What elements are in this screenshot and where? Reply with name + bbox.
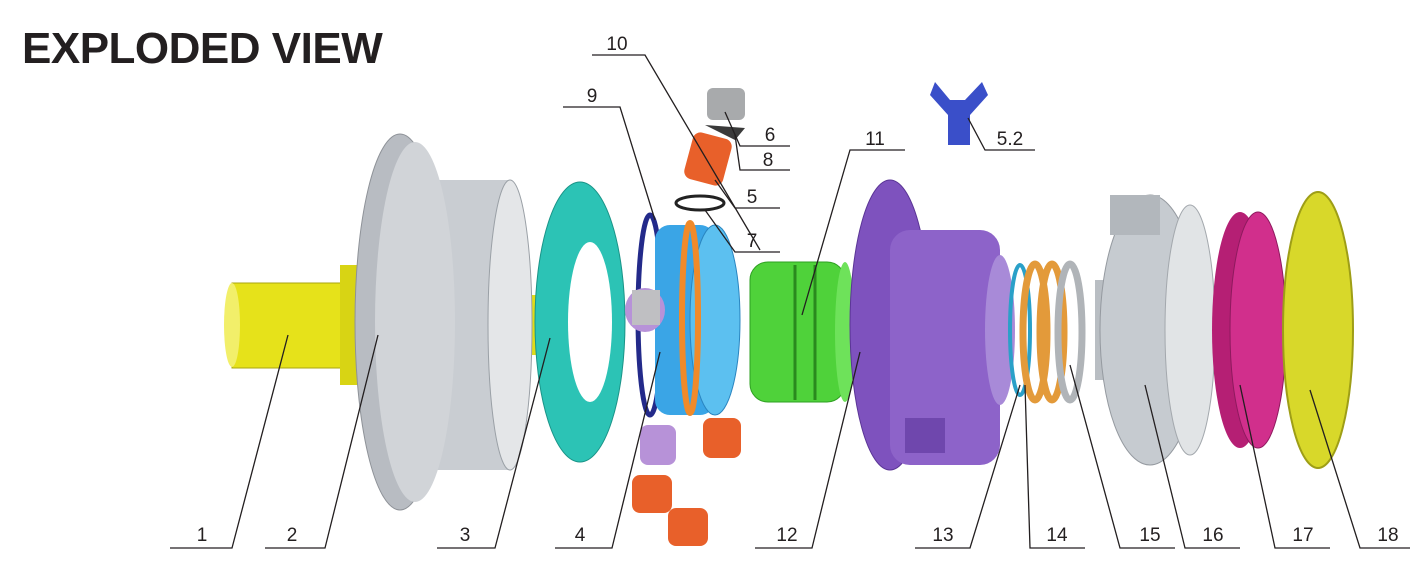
- part-5-shoe: [684, 132, 732, 186]
- label-part-11: 11: [865, 129, 885, 150]
- label-part-5: 5: [747, 187, 758, 208]
- label-part-10: 10: [606, 34, 627, 55]
- part-5-2-fork: [930, 82, 988, 145]
- label-part-17: 17: [1292, 525, 1313, 546]
- label-part-16: 16: [1202, 525, 1223, 546]
- part-7-oring: [674, 194, 726, 212]
- label-part-5-2: 5.2: [997, 129, 1023, 150]
- part-6-roller: [707, 88, 745, 120]
- label-part-15: 15: [1139, 525, 1160, 546]
- part-4-rotor: [625, 212, 741, 418]
- label-part-13: 13: [932, 525, 953, 546]
- leader-lines: [170, 54, 1410, 549]
- label-part-8: 8: [763, 150, 774, 171]
- part-11-cylinder: [749, 261, 855, 403]
- label-part-3: 3: [460, 525, 471, 546]
- part-16-housing: [1095, 194, 1216, 466]
- label-part-2: 2: [287, 525, 298, 546]
- part-3-ring: [534, 181, 626, 463]
- loose-rollers: [632, 418, 741, 546]
- part-17-plate: [1212, 211, 1287, 449]
- label-part-14: 14: [1046, 525, 1068, 546]
- label-part-4: 4: [575, 525, 586, 546]
- label-part-7: 7: [747, 231, 758, 252]
- label-part-1: 1: [197, 525, 208, 546]
- label-part-12: 12: [776, 525, 797, 546]
- page-title: EXPLODED VIEW: [22, 24, 383, 73]
- label-part-18: 18: [1377, 525, 1398, 546]
- label-part-9: 9: [587, 86, 598, 107]
- label-part-6: 6: [765, 125, 776, 146]
- part-2-flange: [354, 133, 533, 511]
- part-12-housing: [849, 179, 1015, 471]
- part-13-15-discs: [1008, 260, 1086, 404]
- part-18-cover: [1282, 191, 1354, 469]
